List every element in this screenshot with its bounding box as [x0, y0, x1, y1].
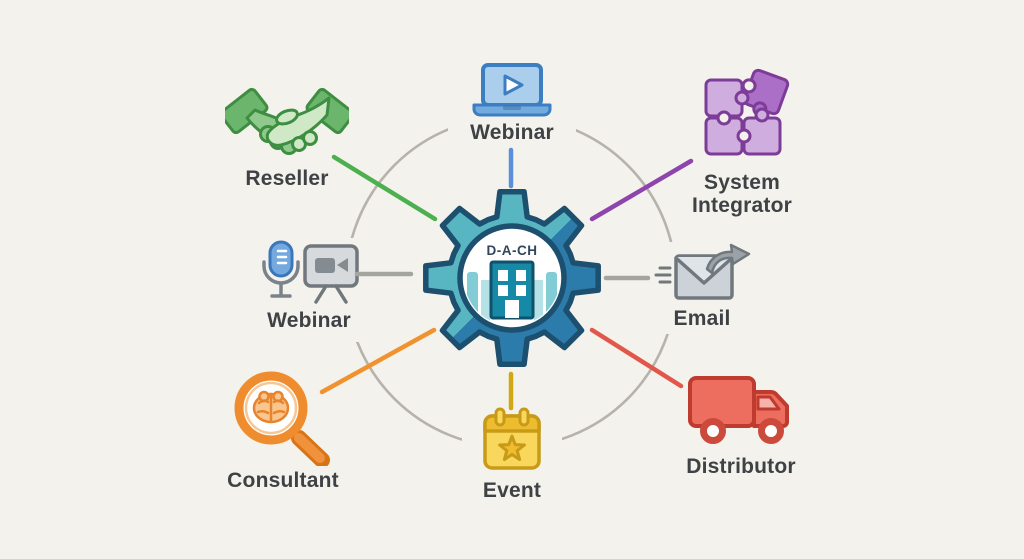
node-label: Consultant [227, 469, 339, 492]
node-label: Reseller [245, 167, 329, 190]
node-webinar-top: Webinar [448, 62, 576, 148]
calendar-star-icon [480, 406, 544, 474]
connector-distributor-line [589, 327, 684, 389]
node-email: Email [650, 242, 754, 334]
magnifier-brain-icon [223, 362, 343, 466]
node-label: Event [482, 479, 542, 502]
node-label: Distributor [686, 455, 796, 478]
microphone-camera-icon [253, 238, 365, 304]
laptop-play-icon [469, 62, 555, 120]
node-system-integrator: System Integrator [672, 66, 812, 226]
node-label: Webinar [267, 309, 351, 332]
node-event: Event [462, 406, 562, 506]
node-webinar-left: Webinar [250, 238, 368, 342]
node-label: Webinar [470, 121, 554, 144]
node-label: Email [673, 307, 731, 330]
hub: D-A-CH [420, 186, 604, 375]
node-consultant: Consultant [217, 362, 349, 494]
envelope-send-icon [652, 242, 752, 306]
node-reseller: Reseller [222, 70, 352, 210]
hub-label: D-A-CH [487, 243, 538, 258]
gear-building-icon: D-A-CH [423, 189, 601, 367]
puzzle-pieces-icon [694, 66, 790, 162]
node-label: System Integrator [691, 171, 792, 217]
delivery-truck-icon [685, 372, 797, 446]
node-distributor: Distributor [676, 372, 806, 496]
handshake-icon [225, 70, 349, 160]
